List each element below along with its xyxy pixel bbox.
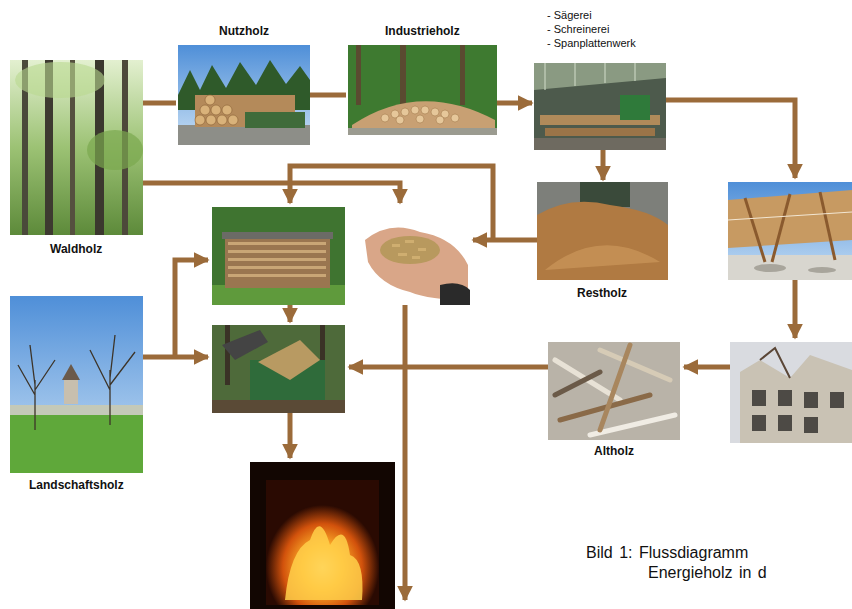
node-label: Nutzholz — [219, 24, 269, 38]
photo-node: Nutzholz — [178, 22, 310, 145]
process-list-item: - Spanplattenwerk — [547, 36, 636, 50]
sawdust-pile-photo — [537, 182, 668, 280]
photo-node: Landschaftsholz — [10, 296, 143, 496]
wood-chipper-photo — [212, 325, 345, 413]
log-pile-photo — [348, 45, 497, 135]
flow-arrows — [143, 100, 795, 600]
process-list-item: - Schreinerei — [547, 22, 609, 36]
fire-photo — [250, 462, 395, 609]
firewood-pile-photo — [212, 207, 345, 305]
flow-connector — [601, 150, 606, 180]
orchard-photo — [10, 296, 143, 473]
timber-building-photo — [728, 182, 852, 280]
node-label: Industrieholz — [385, 24, 460, 38]
pellets-photo — [356, 207, 470, 305]
forest-photo — [10, 60, 143, 235]
waste-wood-photo — [548, 342, 680, 440]
flow-connector — [143, 101, 176, 106]
process-list-item: - Sägerei — [547, 8, 592, 22]
flow-connector — [497, 101, 532, 106]
photo-node: Restholz — [537, 182, 668, 304]
photo-node: - Sägerei- Schreinerei- Spanplattenwerk — [534, 4, 666, 150]
node-label: Waldholz — [50, 242, 102, 256]
photo-node: Waldholz — [10, 60, 143, 260]
node-label: Altholz — [594, 444, 634, 458]
flow-connector — [310, 93, 346, 98]
timber-stack-photo — [178, 45, 310, 145]
node-label: Landschaftsholz — [29, 478, 124, 492]
sawmill-photo — [534, 63, 666, 150]
demolition-photo — [730, 342, 852, 443]
photo-node: Industrieholz — [348, 22, 497, 135]
figure-caption: Bild 1: Flussdiagramm Energieholz in d — [586, 543, 826, 583]
node-label: Restholz — [577, 286, 627, 300]
photo-node: Altholz — [548, 342, 680, 462]
